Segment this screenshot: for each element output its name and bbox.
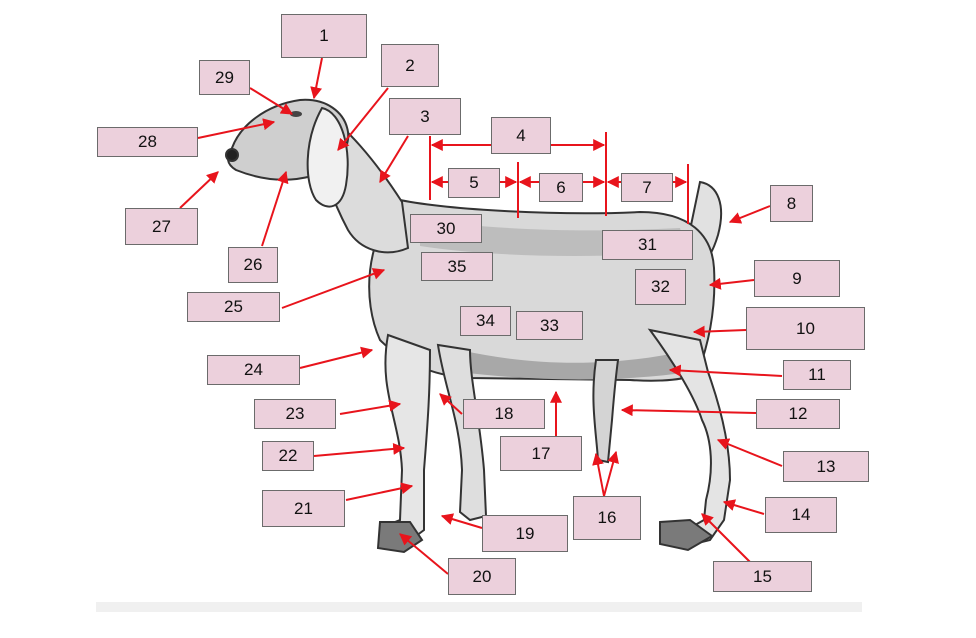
front-leg-left (378, 333, 432, 544)
part-label-1: 1 (281, 14, 367, 58)
rear-hoof (659, 518, 714, 552)
part-label-21: 21 (262, 490, 345, 527)
part-label-32: 32 (635, 269, 686, 305)
part-label-28: 28 (97, 127, 198, 157)
part-label-34: 34 (460, 306, 511, 336)
part-label-6: 6 (539, 173, 583, 202)
part-label-17: 17 (500, 436, 582, 471)
part-label-15: 15 (713, 561, 812, 592)
rear-leg-left (592, 359, 620, 464)
part-label-8: 8 (770, 185, 813, 222)
goat-ear (306, 106, 349, 208)
goat-illustration (225, 98, 732, 554)
rear-leg-right (647, 328, 732, 548)
part-label-9: 9 (754, 260, 840, 297)
part-label-10: 10 (746, 307, 865, 350)
pointer-arrows (179, 57, 783, 575)
part-label-25: 25 (187, 292, 280, 322)
part-label-24: 24 (207, 355, 300, 385)
part-label-33: 33 (516, 311, 583, 340)
part-label-13: 13 (783, 451, 869, 482)
part-label-11: 11 (783, 360, 851, 390)
goat-nose (225, 148, 239, 162)
part-label-30: 30 (410, 214, 482, 243)
part-label-12: 12 (756, 399, 840, 429)
belly-shade (460, 350, 690, 380)
part-label-16: 16 (573, 496, 641, 540)
part-label-18: 18 (463, 399, 545, 429)
part-label-22: 22 (262, 441, 314, 471)
part-label-14: 14 (765, 497, 837, 533)
part-label-23: 23 (254, 399, 336, 429)
part-label-7: 7 (621, 173, 673, 202)
part-label-2: 2 (381, 44, 439, 87)
part-label-5: 5 (448, 168, 500, 198)
part-label-29: 29 (199, 60, 250, 95)
part-label-3: 3 (389, 98, 461, 135)
part-label-27: 27 (125, 208, 198, 245)
ground-shadow (96, 602, 862, 612)
part-label-4: 4 (491, 117, 551, 154)
part-label-26: 26 (228, 247, 278, 283)
front-leg-right (436, 343, 488, 522)
part-label-35: 35 (421, 252, 493, 281)
part-label-20: 20 (448, 558, 516, 595)
part-label-31: 31 (602, 230, 693, 260)
part-label-19: 19 (482, 515, 568, 552)
